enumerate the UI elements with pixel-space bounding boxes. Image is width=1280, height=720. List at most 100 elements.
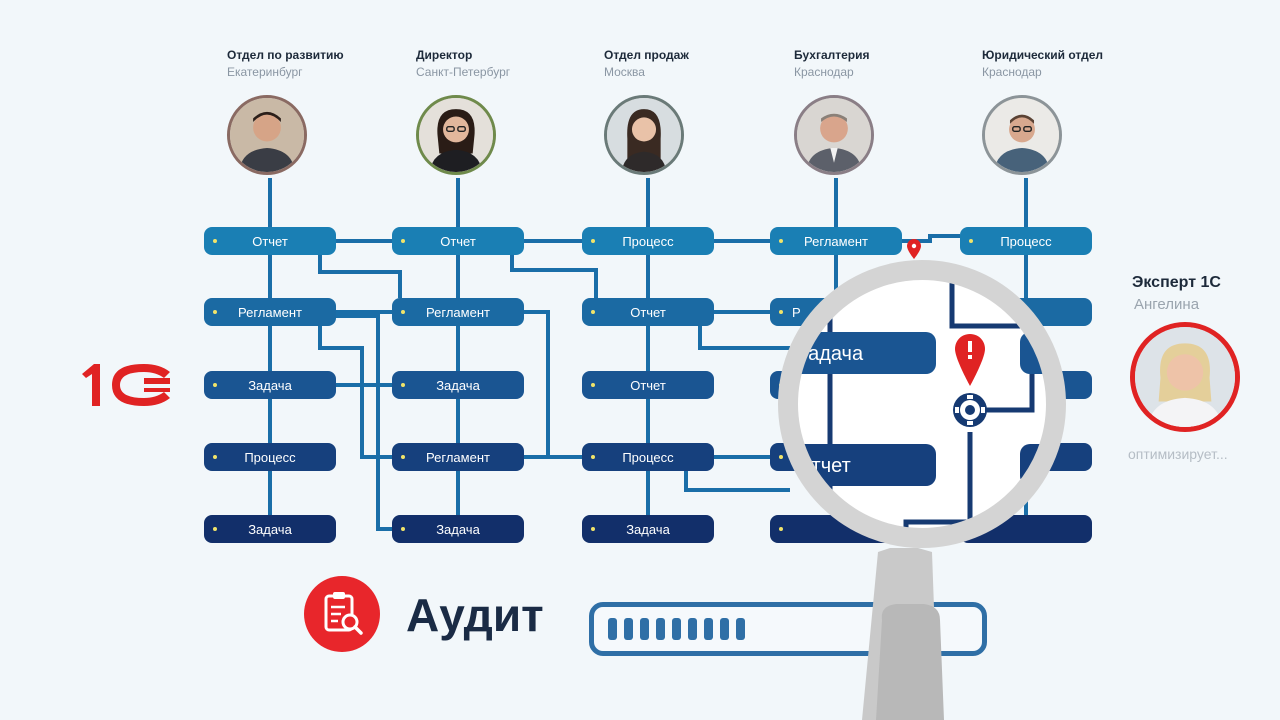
workflow-node[interactable]: Задача	[392, 515, 524, 543]
status-dot	[779, 527, 783, 531]
workflow-node[interactable]	[770, 443, 902, 471]
column-title: Отдел по развитию	[227, 48, 344, 62]
status-dot	[591, 527, 595, 531]
person-portrait-icon	[1130, 322, 1240, 432]
workflow-node[interactable]: Отчет	[204, 227, 336, 255]
workflow-node[interactable]: Р	[770, 298, 902, 326]
workflow-node[interactable]: Задача	[582, 515, 714, 543]
status-dot	[969, 455, 973, 459]
column-title: Бухгалтерия	[794, 48, 870, 62]
progress-segment	[624, 618, 633, 640]
expert-status: оптимизирует...	[1128, 446, 1228, 462]
status-dot	[401, 455, 405, 459]
audit-label: Аудит	[406, 589, 544, 641]
status-dot	[213, 383, 217, 387]
node-label: С	[870, 521, 880, 537]
column-header-5: Юридический отдел Краснодар	[982, 48, 1182, 79]
node-label: Процесс	[622, 233, 674, 249]
column-city: Краснодар	[794, 65, 854, 79]
workflow-node[interactable]	[960, 371, 1092, 399]
progress-segment	[608, 618, 617, 640]
column-header-3: Отдел продаж Москва	[604, 48, 804, 79]
person-portrait-icon	[982, 95, 1062, 175]
status-dot	[591, 383, 595, 387]
status-dot	[213, 239, 217, 243]
progress-segment	[672, 618, 681, 640]
status-dot	[969, 527, 973, 531]
connector-line	[698, 326, 790, 350]
workflow-node[interactable]	[960, 298, 1092, 326]
status-dot	[969, 310, 973, 314]
workflow-node[interactable]: Процесс	[960, 227, 1092, 255]
workflow-node[interactable]: Процесс	[582, 443, 714, 471]
connector-line	[336, 314, 392, 531]
column-city: Екатеринбург	[227, 65, 303, 79]
progress-segment	[720, 618, 729, 640]
connector-line	[524, 310, 550, 457]
person-portrait-icon	[794, 95, 874, 175]
status-dot	[213, 527, 217, 531]
progress-segment	[736, 618, 745, 640]
status-dot	[213, 310, 217, 314]
column-city: Москва	[604, 65, 645, 79]
workflow-node[interactable]: Регламент	[204, 298, 336, 326]
person-portrait-icon	[416, 95, 496, 175]
workflow-node[interactable]: Процесс	[582, 227, 714, 255]
clipboard-search-icon	[304, 576, 380, 652]
workflow-node[interactable]: Отчет	[582, 298, 714, 326]
workflow-node[interactable]: Процесс	[204, 443, 336, 471]
status-dot	[969, 239, 973, 243]
workflow-node[interactable]: Регламент	[392, 443, 524, 471]
expert-subname: Ангелина	[1134, 296, 1200, 313]
person-portrait-icon	[604, 95, 684, 175]
node-label: Задача	[436, 521, 480, 537]
progress-segment	[688, 618, 697, 640]
progress-segment	[640, 618, 649, 640]
column-header-1: Отдел по развитию Екатеринбург	[227, 48, 427, 79]
node-label: Регламент	[238, 304, 302, 320]
status-dot	[779, 383, 783, 387]
node-label: Задача	[436, 377, 480, 393]
workflow-node[interactable]: Задача	[392, 371, 524, 399]
1c-logo-icon	[82, 364, 170, 406]
workflow-node[interactable]: Отчет	[392, 227, 524, 255]
workflow-node[interactable]: Задача	[204, 371, 336, 399]
workflow-node[interactable]: Регламент	[770, 227, 902, 255]
progress-segment	[704, 618, 713, 640]
status-dot	[401, 527, 405, 531]
status-dot	[779, 310, 783, 314]
progress-segment	[656, 618, 665, 640]
audit-progress-bar	[589, 602, 987, 656]
workflow-node[interactable]	[770, 371, 902, 399]
status-dot	[401, 383, 405, 387]
workflow-node[interactable]: С	[770, 515, 902, 543]
workflow-node[interactable]: Регламент	[392, 298, 524, 326]
workflow-node[interactable]	[960, 515, 1092, 543]
node-label: Регламент	[804, 233, 868, 249]
status-dot	[591, 310, 595, 314]
workflow-node[interactable]: Задача	[204, 515, 336, 543]
workflow-node[interactable]: Отчет	[582, 371, 714, 399]
column-title: Юридический отдел	[982, 48, 1103, 62]
workflow-node[interactable]	[960, 443, 1092, 471]
node-label: Задача	[626, 521, 670, 537]
alert-pin-icon	[907, 239, 921, 259]
node-label: Задача	[248, 521, 292, 537]
node-label: Отчет	[440, 233, 476, 249]
connector-line	[684, 471, 790, 492]
node-label: Регламент	[426, 449, 490, 465]
node-label: Отчет	[252, 233, 288, 249]
node-label: Отчет	[630, 377, 666, 393]
status-dot	[591, 239, 595, 243]
node-label: Процесс	[244, 449, 296, 465]
column-title: Отдел продаж	[604, 48, 689, 62]
status-dot	[213, 455, 217, 459]
node-label: Процесс	[622, 449, 674, 465]
person-portrait-icon	[227, 95, 307, 175]
connector-line	[318, 326, 392, 459]
column-header-4: Бухгалтерия Краснодар	[794, 48, 994, 79]
column-title: Директор	[416, 48, 473, 62]
connector-line	[510, 255, 598, 298]
column-city: Санкт-Петербург	[416, 65, 511, 79]
